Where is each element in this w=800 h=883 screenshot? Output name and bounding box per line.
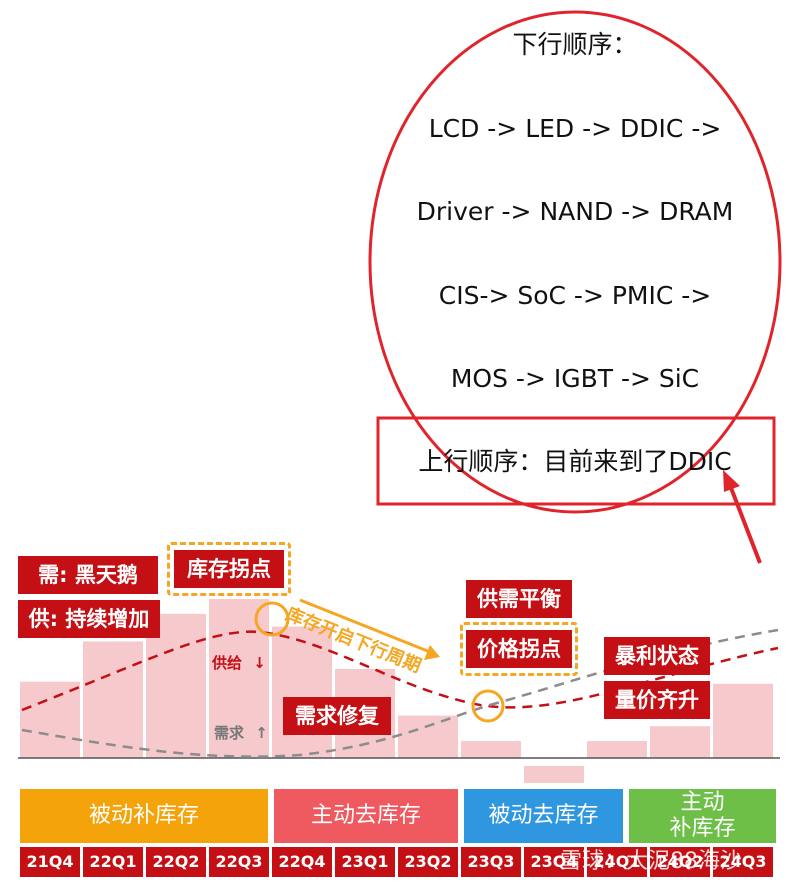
- inventory-bar: [713, 683, 773, 758]
- inventory-bar: [209, 599, 269, 758]
- up-order-text: 上行顺序：目前来到了DDIC: [418, 447, 732, 476]
- down-order-line-3: CIS-> SoC -> PMIC ->: [438, 281, 712, 310]
- price-turning-dashbox: [460, 622, 578, 676]
- label-demand-repair: 需求修复: [283, 697, 391, 735]
- inventory-bar: [524, 766, 584, 783]
- demand-curve-text: 需求: [214, 724, 245, 742]
- label-supply-increase: 供: 持续增加: [18, 600, 160, 638]
- supply-curve: [21, 630, 779, 712]
- supply-down-arrow: ↓: [253, 654, 266, 672]
- callout-ellipse: [368, 10, 782, 514]
- demand-curve: [21, 628, 779, 758]
- down-order-title: 下行顺序：: [512, 30, 638, 59]
- pointer-arrow-head: [723, 470, 740, 492]
- inventory-bar: [650, 726, 710, 758]
- quarter-cell: 22Q3: [209, 847, 269, 877]
- inventory-turning-point-marker: [254, 601, 290, 637]
- label-demand-curve: 需求 ↑: [214, 722, 268, 743]
- inventory-turning-dashbox: [167, 542, 291, 596]
- pointer-arrow-line: [726, 479, 762, 564]
- label-supply-curve: 供给 ↓: [212, 652, 266, 673]
- quarter-cell: 24Q1: [587, 847, 647, 877]
- watermark: 雪球：大泥88海沙: [560, 849, 742, 874]
- label-supply-demand-balance: 供需平衡: [466, 580, 572, 618]
- down-order-line-4: MOS -> IGBT -> SiC: [450, 364, 700, 393]
- label-volume-price-up: 量价齐升: [604, 681, 710, 719]
- inventory-bar: [398, 715, 458, 758]
- quarter-cell: 23Q2: [398, 847, 458, 877]
- quarter-cell: 21Q4: [20, 847, 80, 877]
- inventory-bar: [461, 741, 521, 758]
- inventory-bar: [20, 681, 80, 758]
- label-inventory-turning: 库存拐点: [174, 550, 284, 588]
- phase-active-destock: 主动去库存: [274, 789, 458, 843]
- quarter-cell: 24Q2: [650, 847, 710, 877]
- inventory-bar: [272, 626, 332, 758]
- inventory-bar: [587, 741, 647, 758]
- inventory-bar: [83, 641, 143, 758]
- label-price-turning: 价格拐点: [466, 630, 572, 668]
- supply-curve-text: 供给: [212, 654, 243, 672]
- label-demand-black-swan: 需: 黑天鹅: [18, 556, 158, 594]
- phase-passive-destock: 被动去库存: [464, 789, 623, 843]
- demand-up-arrow: ↑: [255, 724, 268, 742]
- quarter-cell: 22Q4: [272, 847, 332, 877]
- phase-active-restock: 主动 补库存: [629, 789, 776, 843]
- label-windfall: 暴利状态: [604, 637, 710, 675]
- quarter-cell: 23Q4: [524, 847, 584, 877]
- phase-passive-restock: 被动补库存: [20, 789, 268, 843]
- up-order-box: [376, 416, 776, 506]
- quarter-cell: 22Q1: [83, 847, 143, 877]
- quarter-cell: 24Q3: [713, 847, 773, 877]
- quarter-cell: 22Q2: [146, 847, 206, 877]
- quarter-cell: 23Q3: [461, 847, 521, 877]
- down-order-line-2: Driver -> NAND -> DRAM: [416, 197, 734, 226]
- down-order-line-1: LCD -> LED -> DDIC ->: [428, 114, 722, 143]
- quarter-cell: 23Q1: [335, 847, 395, 877]
- downcycle-arrow-line: [299, 598, 431, 654]
- price-turning-point-marker: [471, 689, 505, 723]
- downcycle-arrow-head: [424, 645, 440, 660]
